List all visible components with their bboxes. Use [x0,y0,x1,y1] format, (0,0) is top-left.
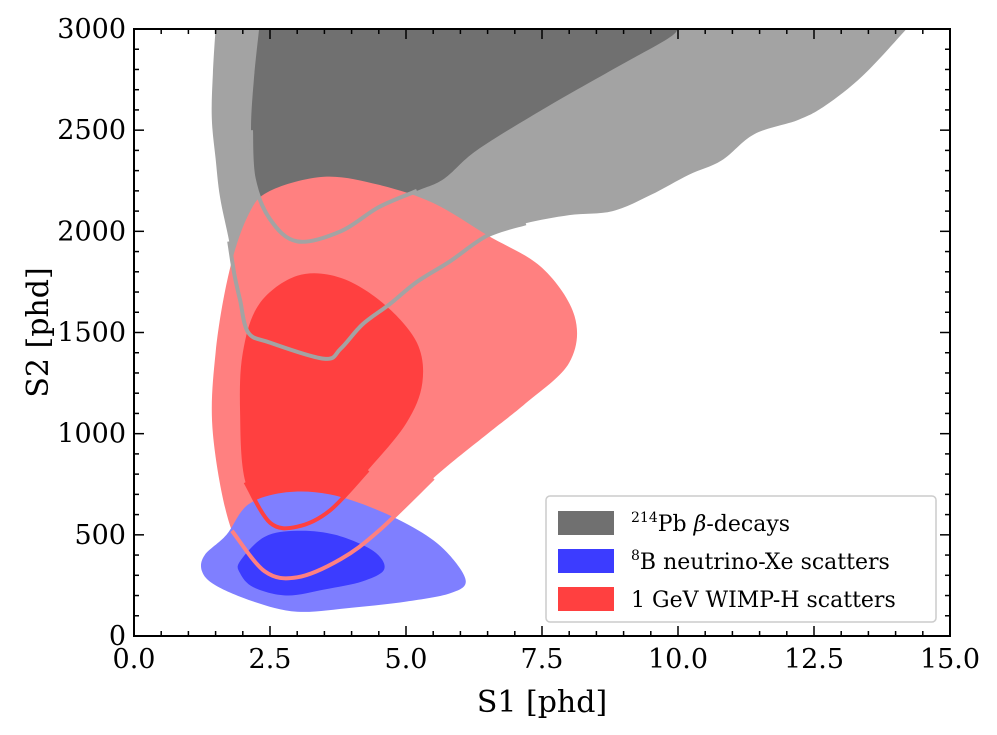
legend-label: 214Pb β-decays [631,510,790,537]
wimp-inner-region [239,273,424,529]
y-tick-label: 2500 [57,115,126,146]
tick-labels: 0.0 2.5 5.0 7.5 10.0 12.5 15.0 0 500 1000 1500 2000… [57,14,980,675]
y-tick-label: 3000 [57,14,126,45]
plot-frame [133,28,951,637]
legend-main: Pb [658,512,694,537]
x-tick-label: 12.5 [784,644,844,675]
legend-box [545,495,937,623]
neutrino-inner-region [237,530,385,596]
legend-greek: β [693,512,707,537]
legend-swatch [558,511,614,535]
legend: 214Pb β-decays 8B neutrino-Xe scatters 1 G… [545,495,937,623]
wimp-inner-outline [243,468,370,531]
x-tick-label: 2.5 [249,644,292,675]
x-tick-label: 15.0 [920,644,980,675]
legend-main: B neutrino-Xe scatters [640,550,890,575]
legend-swatch [558,549,614,573]
x-tick-label: 5.0 [385,644,428,675]
contour-regions [200,29,907,612]
y-tick-label: 0 [109,621,126,652]
y-tick-label: 2000 [57,216,126,247]
y-tick-label: 1500 [57,318,126,349]
pb-inner-outline [249,130,418,244]
x-tick-label: 7.5 [521,644,564,675]
legend-superscript: 214 [631,510,658,526]
legend-label: 1 GeV WIMP-H scatters [631,588,896,613]
legend-superscript: 8 [631,548,640,564]
pb-outer-outline [227,221,527,361]
y-tick-label: 500 [74,520,126,551]
x-axis-label: S1 [phd] [477,685,607,720]
x-tick-label: 0.0 [113,644,156,675]
y-axis-label: S2 [phd] [21,267,56,397]
x-tick-label: 10.0 [648,644,708,675]
legend-label: 8B neutrino-Xe scatters [631,548,890,575]
wimp-outer-outline [230,476,435,581]
y-tick-label: 1000 [57,419,126,450]
legend-rest: -decays [706,512,790,537]
legend-swatch [558,587,614,611]
legend-main: 1 GeV WIMP-H scatters [631,588,896,613]
